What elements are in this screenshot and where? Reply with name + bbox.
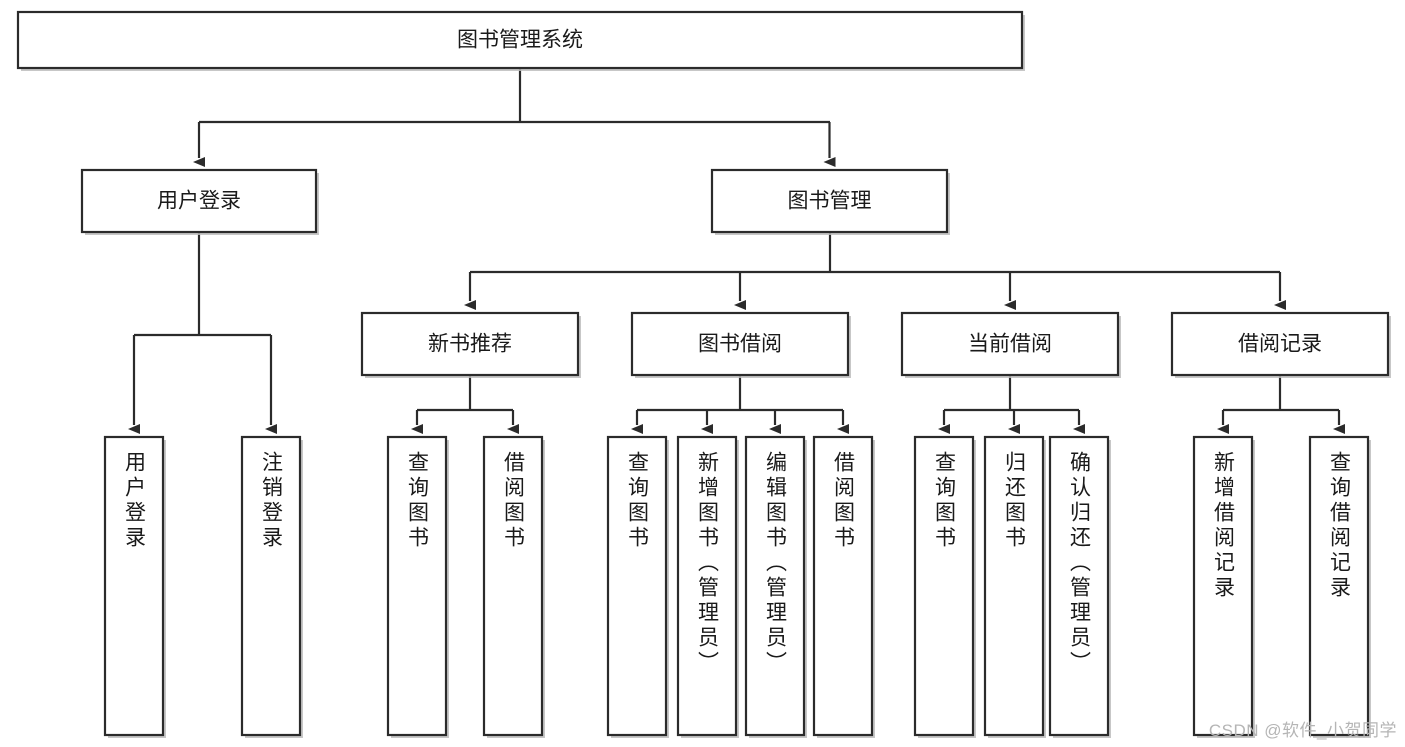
- node-box-leaf-query-book-recommend[interactable]: [386, 435, 448, 737]
- node-box-user-login[interactable]: [80, 168, 318, 234]
- node-box-current-borrow[interactable]: [900, 311, 1120, 377]
- node-label-root: 图书管理系统: [457, 29, 583, 52]
- node-box-leaf-query-book-borrow[interactable]: [606, 435, 668, 737]
- node-label-current-borrow: 当前借阅: [968, 333, 1052, 356]
- node-box-leaf-user-login[interactable]: [103, 435, 165, 737]
- node-box-leaf-borrow-book[interactable]: [812, 435, 874, 737]
- node-box-root[interactable]: [16, 10, 1024, 70]
- connector-lines: [128, 68, 1345, 434]
- node-box-leaf-query-book-current[interactable]: [913, 435, 975, 737]
- node-box-book-borrow[interactable]: [630, 311, 850, 377]
- node-box-leaf-confirm-return-admin[interactable]: [1048, 435, 1110, 737]
- node-box-leaf-edit-book-admin[interactable]: [744, 435, 806, 737]
- node-box-borrow-record[interactable]: [1170, 311, 1390, 377]
- node-box-leaf-borrow-book-recommend[interactable]: [482, 435, 544, 737]
- node-label-new-book-recommend: 新书推荐: [428, 333, 512, 356]
- node-label-user-login: 用户登录: [157, 190, 241, 213]
- watermark-text: CSDN @软件_小贺同学: [1208, 721, 1397, 740]
- node-box-leaf-add-borrow-record[interactable]: [1192, 435, 1254, 737]
- node-label-borrow-record: 借阅记录: [1238, 333, 1322, 356]
- node-label-book-manage: 图书管理: [788, 190, 872, 213]
- node-box-book-manage[interactable]: [710, 168, 949, 234]
- node-boxes: [16, 10, 1391, 738]
- node-box-leaf-add-book-admin[interactable]: [676, 435, 738, 737]
- node-label-book-borrow: 图书借阅: [698, 333, 782, 356]
- node-box-leaf-user-logout[interactable]: [240, 435, 302, 737]
- node-box-new-book-recommend[interactable]: [360, 311, 580, 377]
- node-box-leaf-query-borrow-record[interactable]: [1308, 435, 1370, 737]
- node-box-leaf-return-book[interactable]: [983, 435, 1045, 737]
